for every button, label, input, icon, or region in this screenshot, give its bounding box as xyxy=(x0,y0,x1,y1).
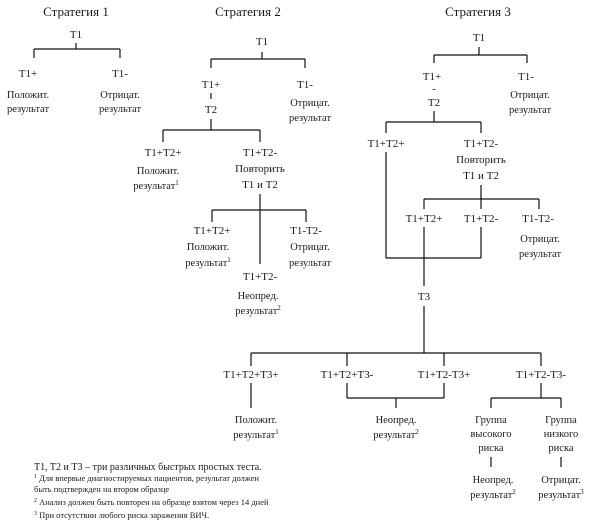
s3-low-risk-line3: риска xyxy=(548,443,573,454)
s3-high-risk-line2: высокого xyxy=(470,429,511,440)
footnote-ref-2: 2 xyxy=(512,488,516,496)
footnote-1-text-a: Для впервые диагностируемых пациентов, р… xyxy=(39,473,259,483)
s2-negative-result-line2: результат xyxy=(289,113,331,124)
s1-positive-result-line1: Положит. xyxy=(7,90,49,101)
strategy-3-header: Стратегия 3 xyxy=(445,4,511,19)
s3-t1p-t2p-t3p-node: T1+T2+T3+ xyxy=(223,369,278,381)
s3-retest-negative-line2: результат xyxy=(519,249,561,260)
footnotes: T1, T2 и T3 – три различных быстрых прос… xyxy=(34,462,334,521)
footnote-2: 2 Анализ должен быть повторен на образце… xyxy=(34,497,334,508)
s2-t2-node: T2 xyxy=(205,104,217,116)
s2-indeterminate-line2: результат2 xyxy=(235,304,281,317)
s2-positive-result-line1: Положит. xyxy=(137,166,179,177)
s3-low-risk-line1: Группа xyxy=(545,415,577,426)
s2-t1p-t2m-node: T1+T2- xyxy=(243,147,278,159)
s3-repeat-line1: Повторить xyxy=(456,154,506,166)
s3-t1-node: T1 xyxy=(473,32,485,44)
s2-t1p-t2p-node: T1+T2+ xyxy=(145,147,182,159)
s3-negative-result-line1: Отрицат. xyxy=(510,90,550,101)
s2-retest-negative-line2: результат xyxy=(289,258,331,269)
s3-indeterminate-line2: результат2 xyxy=(373,428,419,441)
s3-t1p-t2m-retest-node: T1+T2- xyxy=(464,213,499,225)
s3-low-risk-result-line1: Отрицат. xyxy=(541,475,581,486)
footnote-2-marker: 2 xyxy=(34,498,37,504)
strategy-1-header: Стратегия 1 xyxy=(43,4,109,19)
s3-high-risk-line1: Группа xyxy=(475,415,507,426)
footnote-3-text: При отсутствии любого риска заражения ВИ… xyxy=(39,510,210,520)
s2-retest-positive-line1: Положит. xyxy=(187,242,229,253)
s1-t1-positive: T1+ xyxy=(19,68,37,80)
s3-indeterminate-line1: Неопред. xyxy=(376,415,417,426)
footnote-ref-1: 1 xyxy=(175,179,179,187)
strategy-3-tree: T1 T1+ - T2 T1- Отрицат. результат T1+T2… xyxy=(223,32,584,501)
footnote-2-text: Анализ должен быть повторен на образце в… xyxy=(39,497,269,507)
s1-negative-result-line2: результат xyxy=(99,104,141,115)
s1-negative-result-line1: Отрицат. xyxy=(100,90,140,101)
footnote-1: 1 Для впервые диагностируемых пациентов,… xyxy=(34,473,334,484)
s2-t1m-t2m-node: T1-T2- xyxy=(290,225,322,237)
s3-t1p-t2m-t3m-node: T1+T2-T3- xyxy=(516,369,567,381)
strategy-2-header: Стратегия 2 xyxy=(215,4,281,19)
footnote-1-marker: 1 xyxy=(34,474,37,480)
s3-low-risk-result-line2: результат3 xyxy=(538,488,584,501)
s3-t1p-t2m-t3p-node: T1+T2-T3+ xyxy=(418,369,471,381)
s1-positive-result-line2: результат xyxy=(7,104,49,115)
s2-negative-result-line1: Отрицат. xyxy=(290,98,330,109)
s3-high-risk-line3: риска xyxy=(478,443,503,454)
s2-t1p-t2m-retest-node: T1+T2- xyxy=(243,271,278,283)
strategy-1-tree: T1 T1+ Положит. результат T1- Отрицат. р… xyxy=(7,29,142,115)
s3-retest-negative-line1: Отрицат. xyxy=(520,234,560,245)
s1-t1-negative: T1- xyxy=(112,68,128,80)
s1-t1-node: T1 xyxy=(70,29,82,41)
s3-t1-negative: T1- xyxy=(518,71,534,83)
s3-t1p-t2m-node: T1+T2- xyxy=(464,138,499,150)
s2-indeterminate-line1: Неопред. xyxy=(238,291,279,302)
s3-high-risk-result-line2: результат2 xyxy=(470,488,516,501)
s3-repeat-line2: T1 и T2 xyxy=(463,170,499,182)
s2-t1-positive: T1+ xyxy=(202,79,220,91)
s3-t1p-t2p-retest-node: T1+T2+ xyxy=(406,213,443,225)
s2-positive-result-line2: результат1 xyxy=(133,179,179,192)
footnote-ref-2: 2 xyxy=(415,428,419,436)
s3-positive-result-line2: результат1 xyxy=(233,428,279,441)
s3-low-risk-line2: низкого xyxy=(544,429,579,440)
s3-t3-node: T3 xyxy=(418,291,431,303)
footnote-ref-2: 2 xyxy=(277,304,281,312)
s3-t1p-t2p-node: T1+T2+ xyxy=(368,138,405,150)
footnote-3-marker: 3 xyxy=(34,511,37,517)
s2-retest-negative-line1: Отрицат. xyxy=(290,242,330,253)
footnote-ref-3: 3 xyxy=(580,488,584,496)
s2-t1-node: T1 xyxy=(256,36,268,48)
footnote-1-continued: быть подтвержден на втором образце xyxy=(34,484,170,494)
footnote-ref-1: 1 xyxy=(227,256,231,264)
s2-repeat-line2: T1 и T2 xyxy=(242,179,278,191)
s3-t1p-t2p-t3m-node: T1+T2+T3- xyxy=(321,369,374,381)
s3-positive-result-line1: Положит. xyxy=(235,415,277,426)
footnote-3: 3 При отсутствии любого риска заражения … xyxy=(34,510,334,521)
footnote-ref-1: 1 xyxy=(275,428,279,436)
s3-t1-positive: T1+ xyxy=(423,71,441,83)
strategy-2-tree: T1 T1+ T2 T1- Отрицат. результат T1+T2+ … xyxy=(133,36,331,317)
s2-t1-negative: T1- xyxy=(297,79,313,91)
s3-dash: - xyxy=(432,83,436,95)
s2-retest-positive-line2: результат1 xyxy=(185,256,231,269)
s3-t1m-t2m-node: T1-T2- xyxy=(522,213,554,225)
s2-repeat-line1: Повторить xyxy=(235,163,285,175)
s2-t1p-t2p-retest-node: T1+T2+ xyxy=(194,225,231,237)
s3-t2-node: T2 xyxy=(428,97,440,109)
footnote-tests-definition: T1, T2 и T3 – три различных быстрых прос… xyxy=(34,462,262,473)
s3-high-risk-result-line1: Неопред. xyxy=(473,475,514,486)
s3-negative-result-line2: результат xyxy=(509,105,551,116)
